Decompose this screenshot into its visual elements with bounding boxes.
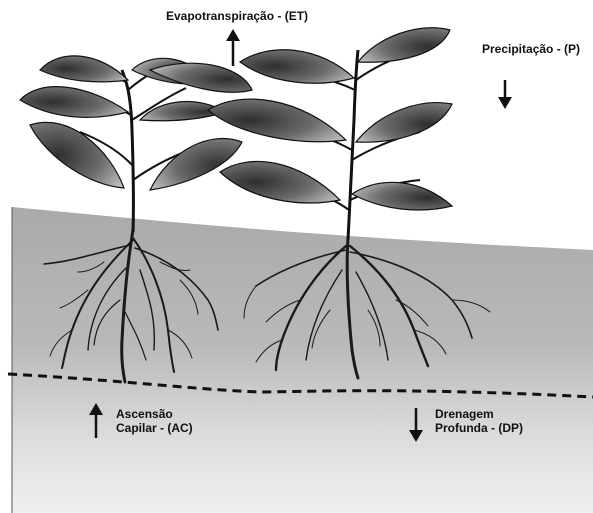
capillary-rise-label: Ascensão Capilar - (AC) bbox=[116, 407, 193, 435]
arrow-up-icon bbox=[226, 29, 240, 66]
left-plant-leaves bbox=[20, 56, 252, 190]
deep-drainage-label: Drenagem Profunda - (DP) bbox=[435, 407, 523, 435]
deep-drainage-line-2: Profunda - (DP) bbox=[435, 421, 523, 435]
left-plant-stem bbox=[122, 70, 133, 232]
capillary-rise-line-1: Ascensão bbox=[116, 407, 193, 421]
capillary-rise-line-2: Capilar - (AC) bbox=[116, 421, 193, 435]
arrow-down-icon bbox=[498, 80, 512, 109]
precipitation-label: Precipitação - (P) bbox=[482, 42, 580, 56]
deep-drainage-line-1: Drenagem bbox=[435, 407, 523, 421]
right-plant-leaves bbox=[208, 28, 452, 210]
evapotranspiration-label: Evapotranspiração - (ET) bbox=[166, 9, 308, 23]
